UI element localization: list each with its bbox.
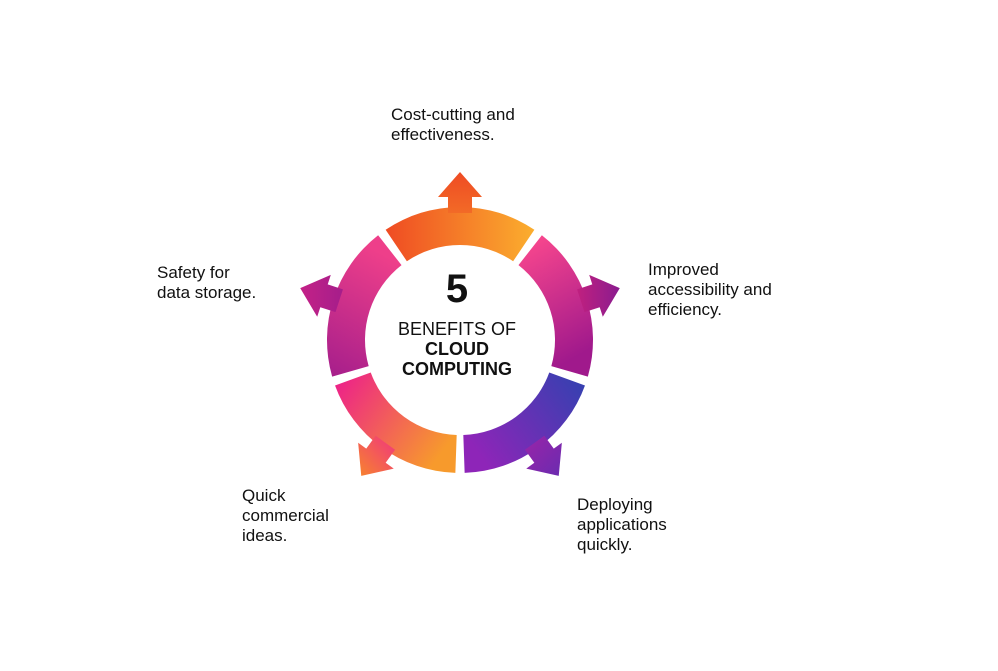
ring-segment-deploying: [463, 372, 585, 473]
benefit-label-deploying: Deploying applications quickly.: [577, 495, 667, 554]
arrow-deploying: [524, 435, 562, 476]
ring-segment-commercial-ideas: [335, 372, 457, 473]
center-number: 5: [445, 267, 469, 311]
ring-segment-accessibility: [518, 235, 593, 377]
benefit-label-commercial-ideas: Quick commercial ideas.: [242, 486, 329, 545]
ring-segments: [327, 207, 593, 473]
center-title-line2: CLOUD: [425, 339, 489, 359]
center-title-line3: COMPUTING: [402, 359, 512, 379]
benefit-label-accessibility: Improved accessibility and efficiency.: [648, 260, 772, 319]
arrow-cost-cutting: [438, 172, 482, 213]
benefit-label-cost-cutting: Cost-cutting and effectiveness.: [391, 105, 515, 144]
arrow-safety: [300, 274, 343, 317]
benefit-label-safety: Safety for data storage.: [157, 263, 257, 302]
ring-arrows: [300, 172, 620, 476]
ring-segment-cost-cutting: [385, 207, 535, 262]
arrow-accessibility: [577, 274, 620, 317]
ring-segment-safety: [327, 235, 402, 377]
arrow-commercial-ideas: [358, 435, 396, 476]
center-title-line1: BENEFITS OF: [397, 319, 516, 339]
